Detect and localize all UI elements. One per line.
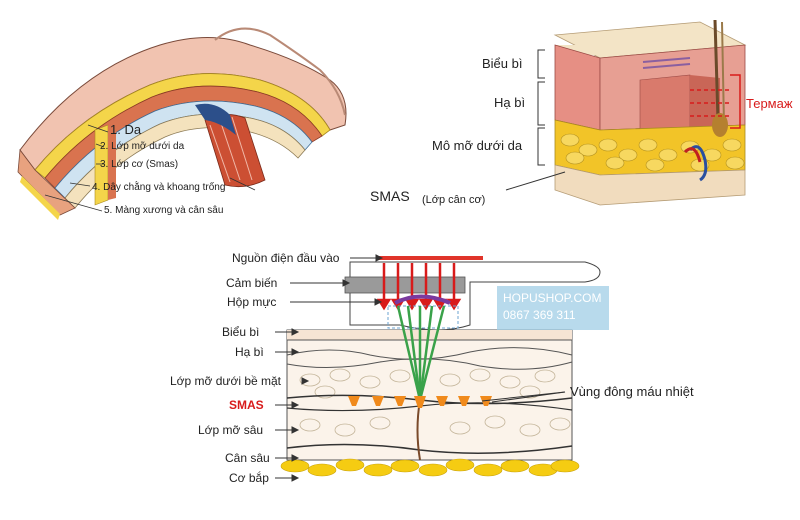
label-bieu-bi-block: Biểu bì	[482, 56, 523, 71]
skin-block	[505, 19, 747, 206]
label-lop-mo-duoi-da: 2. Lớp mỡ dưới da	[100, 141, 185, 152]
watermark-phone: 0867 369 311	[503, 308, 576, 322]
label-nguon-dien: Nguồn điện đầu vào	[232, 251, 340, 265]
label-bieu-bi-diagram: Biểu bì	[222, 325, 260, 339]
watermark-site: HOPUSHOP.COM	[503, 291, 602, 305]
label-ha-bi-diagram: Hạ bì	[235, 345, 264, 359]
label-mang-xuong: 5. Màng xương và cân sâu	[104, 205, 224, 216]
label-da: 1. Da	[110, 122, 142, 137]
label-hop-muc: Hộp mực	[227, 295, 277, 309]
label-lop-mo-sau: Lớp mỡ sâu	[198, 423, 264, 437]
ultrasound-diagram	[275, 254, 601, 482]
face-cross-section	[17, 27, 347, 220]
watermark: HOPUSHOP.COM 0867 369 311	[497, 286, 609, 330]
label-lop-mo-duoi-be-mat: Lớp mỡ dưới bề mặt	[170, 374, 282, 388]
label-lop-can-co: (Lớp cân cơ)	[422, 194, 486, 206]
label-mo-mo-duoi-da: Mô mỡ dưới da	[432, 138, 523, 153]
label-day-chang: 4. Dây chằng và khoang trống	[92, 182, 226, 193]
label-lop-co-smas: 3. Lớp cơ (Smas)	[100, 159, 179, 170]
label-smas-block: SMAS	[370, 188, 410, 204]
label-vung-dong-mau: Vùng đông máu nhiệt	[570, 384, 694, 399]
label-ha-bi-block: Hạ bì	[494, 95, 526, 110]
label-cam-bien: Cảm biến	[226, 276, 278, 290]
label-termage: Термаж	[746, 96, 793, 111]
label-co-bap: Cơ bắp	[229, 471, 269, 485]
label-can-sau: Cân sâu	[225, 451, 270, 465]
label-smas-diagram: SMAS	[229, 398, 264, 412]
